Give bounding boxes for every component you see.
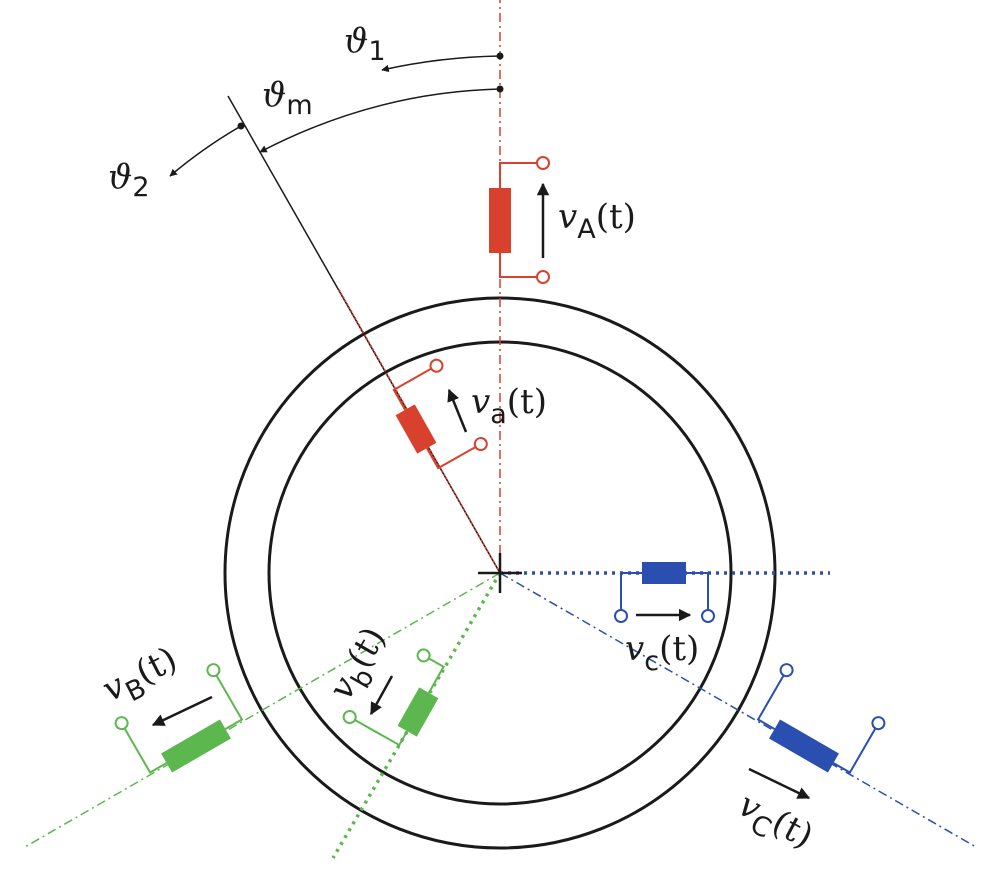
center-mark bbox=[478, 553, 522, 593]
winding-b bbox=[342, 648, 445, 747]
arrow-vb bbox=[369, 675, 394, 716]
axis-phase-C bbox=[499, 572, 977, 848]
axis-rotor-a bbox=[337, 287, 501, 574]
winding-A bbox=[489, 156, 550, 284]
arrow-vC bbox=[748, 767, 811, 800]
winding-c bbox=[614, 562, 715, 623]
winding-B bbox=[114, 663, 244, 774]
label-va: va(t) bbox=[471, 382, 547, 430]
axis-rotor bbox=[227, 95, 501, 574]
label-theta-m: ϑm bbox=[262, 75, 313, 121]
theta1-arc bbox=[381, 55, 501, 73]
arrow-vB bbox=[151, 695, 213, 727]
winding-a bbox=[392, 358, 488, 470]
axis-phase-B bbox=[24, 572, 501, 848]
label-vB: vB(t) bbox=[96, 639, 187, 717]
label-vb: vb(t) bbox=[321, 620, 401, 710]
winding-C bbox=[756, 663, 886, 774]
label-vA: vA(t) bbox=[558, 197, 636, 245]
label-theta-2: ϑ2 bbox=[108, 157, 150, 203]
arrow-va bbox=[447, 388, 468, 433]
theta2-arc bbox=[169, 125, 242, 177]
thetam-arc bbox=[259, 88, 501, 153]
label-vc: vc(t) bbox=[625, 629, 699, 677]
label-theta-1: ϑ1 bbox=[344, 21, 386, 67]
